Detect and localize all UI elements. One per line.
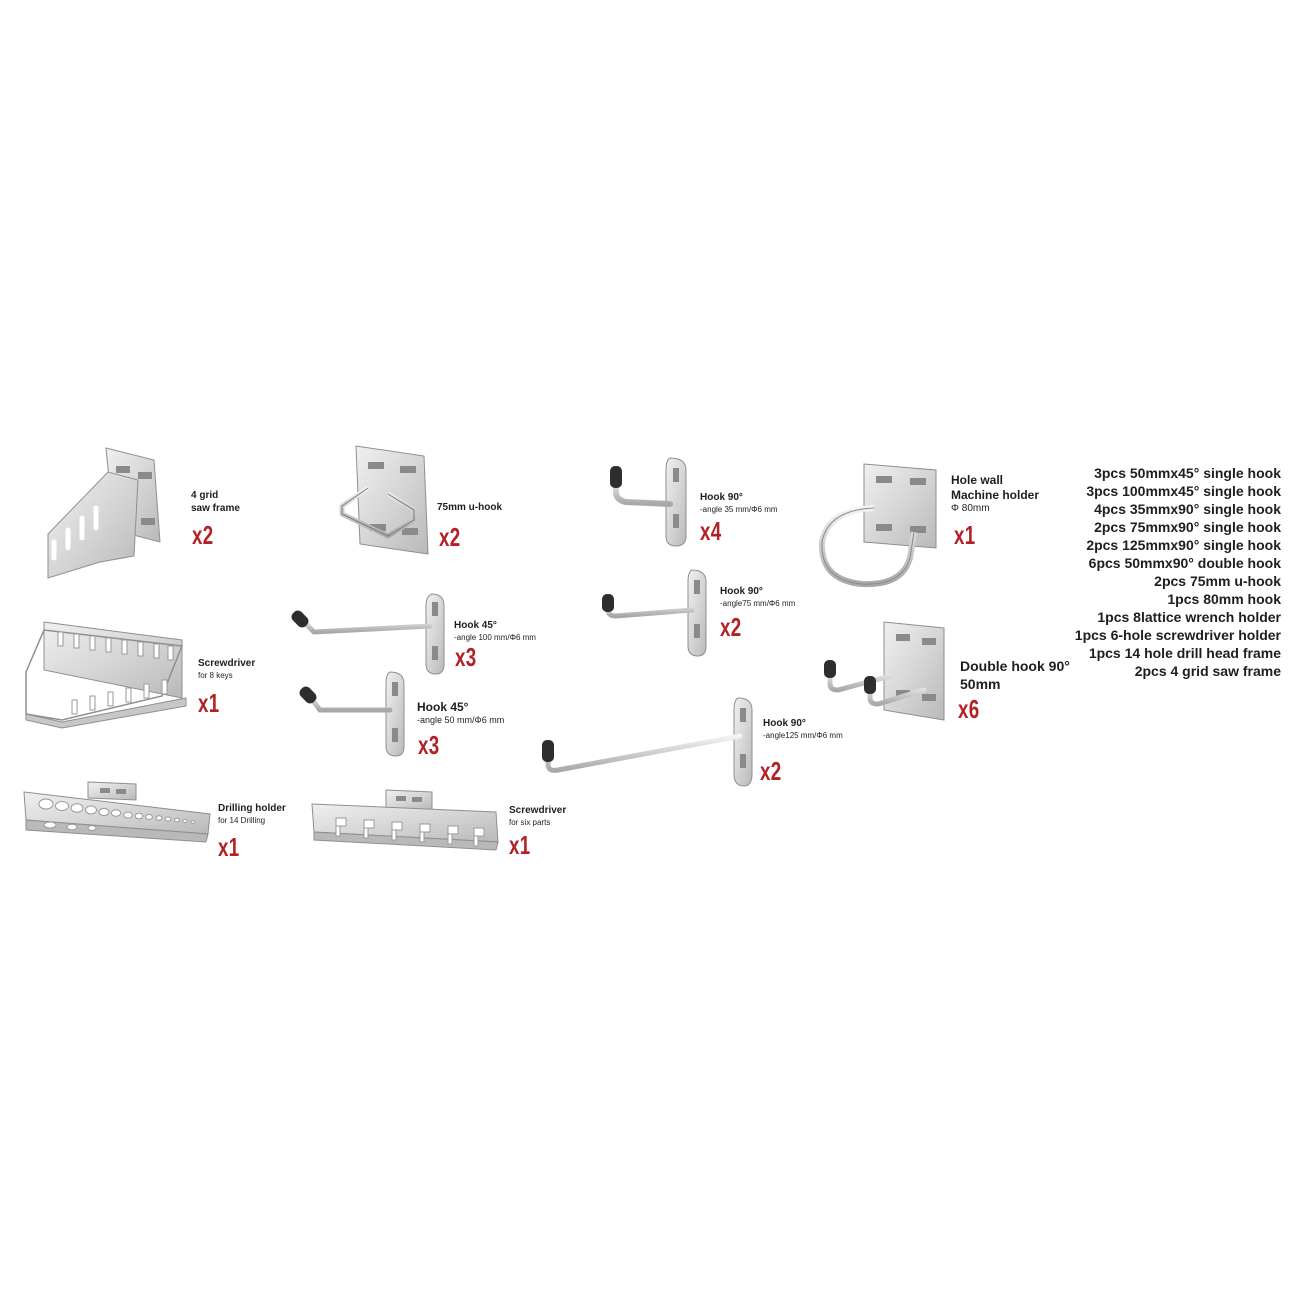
saw-frame-image (47, 447, 161, 579)
contents-list-item: 2pcs 75mm u-hook (1154, 573, 1281, 589)
saw-frame-quantity: x2 (192, 520, 214, 550)
screwdriver-8-image (25, 621, 187, 729)
hook90-75-title: Hook 90° (720, 586, 763, 597)
double-hook-label-line1: Double hook 90° (960, 658, 1070, 674)
hook45-100-quantity: x3 (455, 642, 477, 672)
contents-list-item: 3pcs 100mmx45° single hook (1086, 483, 1281, 499)
hook90-35-spec: -angle 35 mm/Φ6 mm (700, 504, 778, 514)
hook90-125-spec: -angle125 mm/Φ6 mm (763, 730, 843, 740)
drilling-holder-quantity: x1 (218, 832, 240, 862)
double-hook-label-line2: 50mm (960, 675, 1001, 692)
contents-list: 3pcs 50mmx45° single hook 3pcs 100mmx45°… (1075, 464, 1281, 680)
drilling-holder-title: Drilling holder (218, 803, 286, 814)
hook90-35-image (610, 457, 687, 547)
screwdriver-6-title: Screwdriver (509, 805, 567, 816)
contents-list-item: 2pcs 125mmx90° single hook (1086, 537, 1281, 553)
contents-list-item: 2pcs 4 grid saw frame (1134, 663, 1281, 679)
hook90-75-spec: -angle75 mm/Φ6 mm (720, 598, 796, 608)
hook45-50-image (299, 671, 405, 757)
screwdriver-6-spec: for six parts (509, 817, 551, 827)
drilling-holder-spec: for 14 Drilling (218, 815, 266, 825)
hook45-100-image (291, 593, 445, 675)
machine-holder-quantity: x1 (954, 520, 976, 550)
screwdriver-8-title: Screwdriver (198, 658, 256, 669)
double-hook-image (824, 621, 945, 721)
hook45-100-title: Hook 45° (454, 620, 497, 631)
screwdriver-8-quantity: x1 (198, 688, 220, 718)
screwdriver-8-spec: for 8 keys (198, 670, 233, 680)
machine-holder-label-line2: Machine holder (951, 488, 1040, 502)
contents-list-item: 2pcs 75mmx90° single hook (1094, 519, 1281, 535)
hook45-50-title: Hook 45° (417, 700, 469, 714)
screwdriver-6-quantity: x1 (509, 830, 531, 860)
hook90-125-title: Hook 90° (763, 718, 806, 729)
hook45-100-spec: -angle 100 mm/Φ6 mm (454, 632, 536, 642)
hook90-125-quantity: x2 (760, 756, 782, 786)
u-hook-image (339, 445, 429, 555)
screwdriver-6-image (311, 789, 499, 851)
hook45-50-quantity: x3 (418, 730, 440, 760)
hook90-35-title: Hook 90° (700, 492, 743, 503)
machine-holder-spec: Φ 80mm (951, 503, 990, 514)
machine-holder-label-line1: Hole wall (951, 473, 1004, 487)
contents-list-item: 1pcs 80mm hook (1167, 591, 1281, 607)
hook90-75-quantity: x2 (720, 612, 742, 642)
hook90-125-image (542, 697, 753, 787)
u-hook-quantity: x2 (439, 522, 461, 552)
saw-frame-label-line1: 4 grid (191, 490, 219, 501)
saw-frame-label-line2: saw frame (191, 502, 240, 514)
u-hook-label: 75mm u-hook (437, 502, 503, 513)
contents-list-item: 1pcs 14 hole drill head frame (1088, 645, 1281, 661)
contents-list-item: 1pcs 6-hole screwdriver holder (1074, 627, 1281, 643)
machine-holder-image (818, 463, 937, 588)
contents-list-item: 6pcs 50mmx90° double hook (1088, 555, 1281, 571)
hook90-75-image (602, 569, 707, 657)
contents-list-item: 1pcs 8lattice wrench holder (1097, 609, 1281, 625)
contents-list-item: 3pcs 50mmx45° single hook (1094, 465, 1281, 481)
hook45-50-spec: -angle 50 mm/Φ6 mm (417, 715, 505, 725)
contents-list-item: 4pcs 35mmx90° single hook (1094, 501, 1281, 517)
double-hook-quantity: x6 (958, 694, 980, 724)
drilling-holder-image (23, 781, 211, 843)
hook90-35-quantity: x4 (700, 516, 722, 546)
